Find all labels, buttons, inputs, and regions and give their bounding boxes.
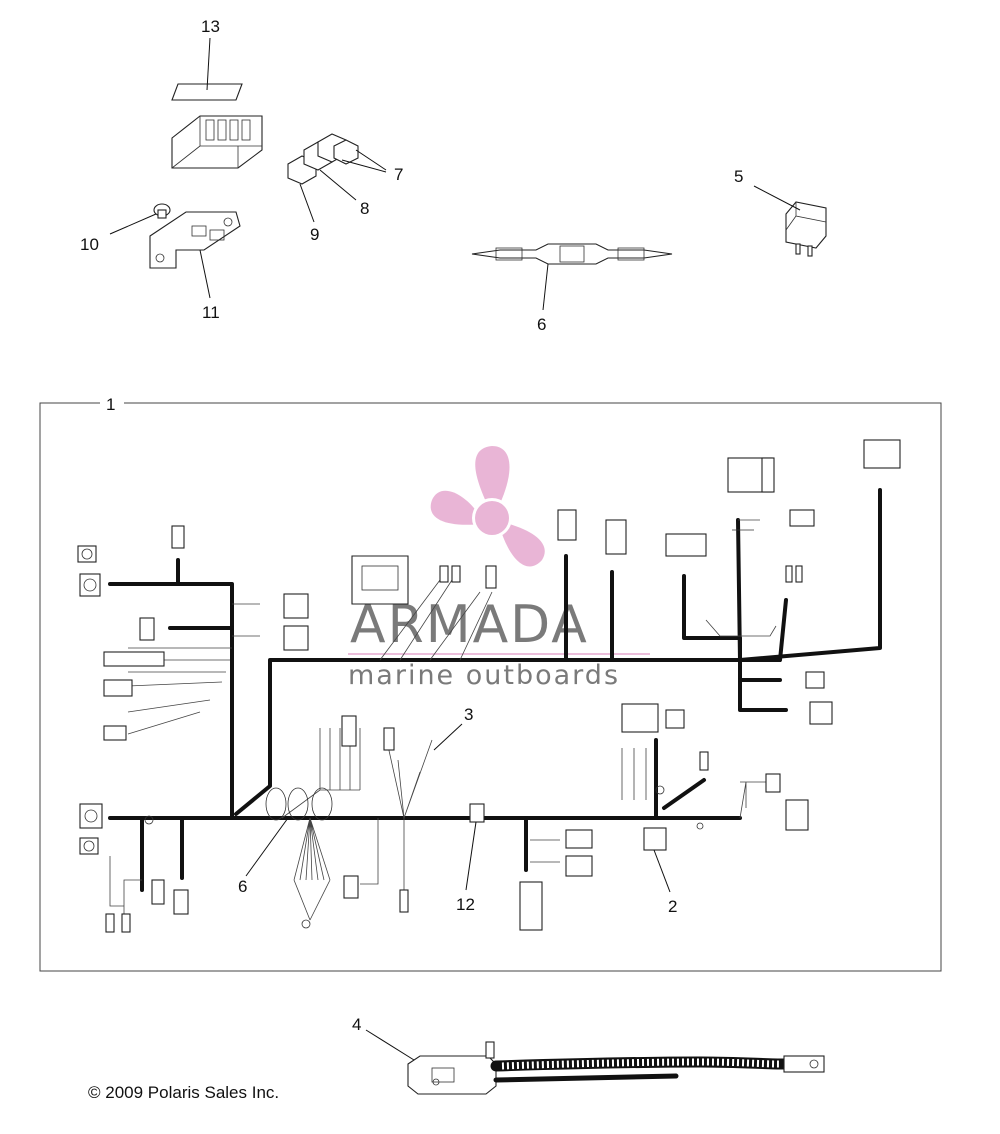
harness-connectors-middle	[265, 555, 593, 931]
callout-6-main: 6	[238, 877, 247, 896]
harness-wire-trunks	[108, 488, 882, 892]
part-10-push-pin	[109, 203, 171, 235]
callout-12: 12	[456, 895, 475, 914]
part-1-main-harness-frame	[39, 402, 942, 972]
callout-6-top: 6	[537, 315, 546, 334]
part-13-fuse-box	[171, 37, 263, 169]
part-6-inline-fuse-holder	[471, 243, 673, 311]
callout-9: 9	[310, 225, 319, 244]
callout-13: 13	[201, 17, 220, 36]
callout-7: 7	[394, 165, 403, 184]
callout-8: 8	[360, 199, 369, 218]
part-4-battery-cable	[365, 1029, 825, 1095]
callout-5: 5	[734, 167, 743, 186]
callout-11: 11	[202, 303, 220, 322]
harness-connectors-right	[557, 439, 901, 851]
harness-leaders	[245, 723, 671, 893]
watermark-logo: ARMADA marine outboards	[348, 446, 650, 691]
watermark-brand: ARMADA	[350, 595, 589, 655]
callout-4: 4	[352, 1015, 361, 1034]
harness-connectors-left	[77, 525, 309, 933]
propeller-logo-icon	[430, 446, 545, 567]
copyright-notice: © 2009 Polaris Sales Inc.	[88, 1083, 279, 1102]
part-7-8-9-fuses	[287, 133, 387, 223]
watermark-tagline: marine outboards	[348, 660, 620, 691]
callout-3: 3	[464, 705, 473, 724]
callout-2: 2	[668, 897, 677, 916]
harness-thin-leads	[109, 519, 777, 921]
callout-1: 1	[106, 395, 115, 414]
part-11-bracket	[149, 211, 241, 299]
part-5-relay	[753, 185, 827, 257]
callout-10: 10	[80, 235, 99, 254]
